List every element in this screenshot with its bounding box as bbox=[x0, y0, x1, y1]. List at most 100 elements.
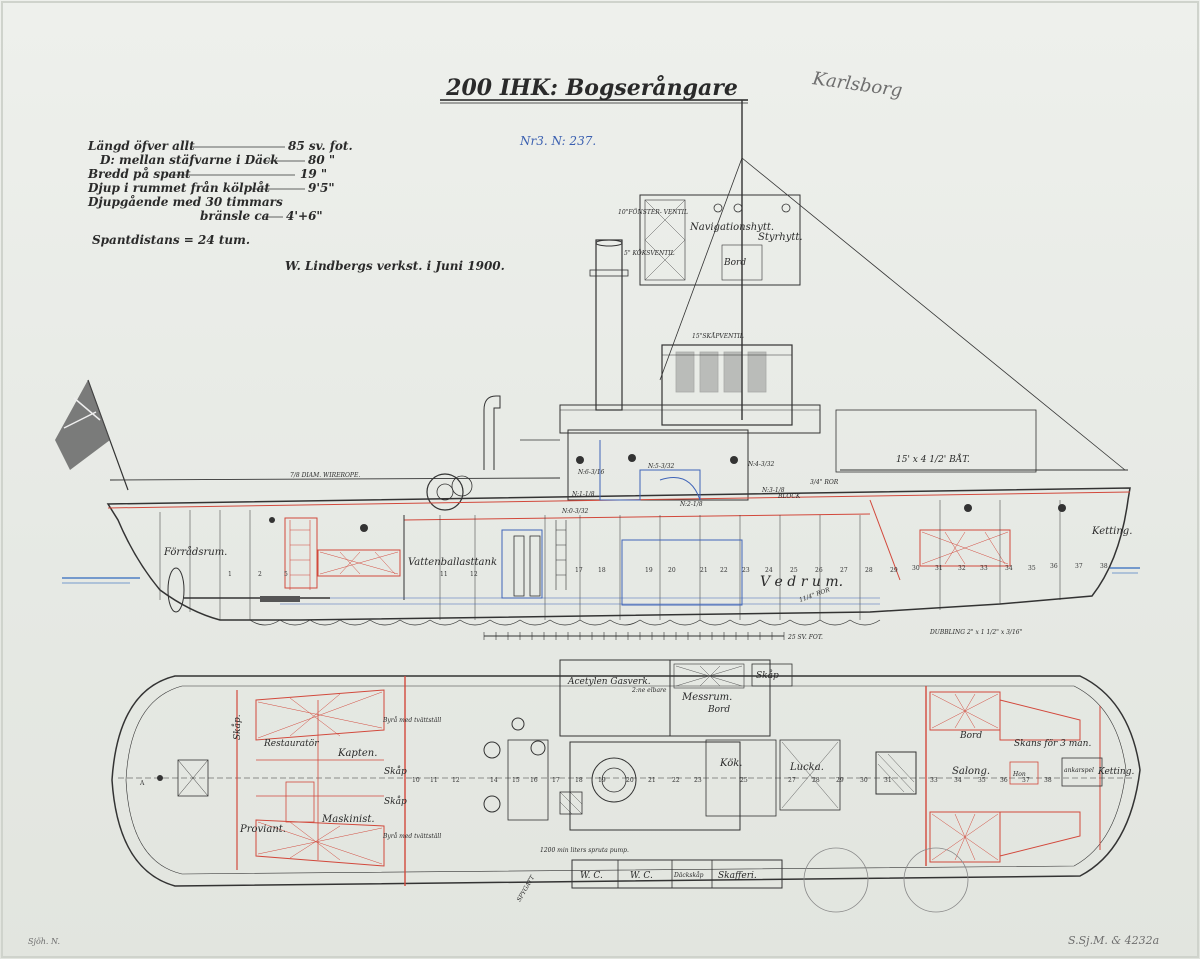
plan-label-salong: Salong. bbox=[952, 766, 990, 777]
svg-text:37: 37 bbox=[1075, 563, 1083, 570]
label-nav-bord: Bord bbox=[723, 258, 746, 268]
svg-text:23: 23 bbox=[694, 777, 702, 784]
label-ventil-3: 15"SKÅPVENTIL bbox=[692, 332, 744, 340]
svg-text:26: 26 bbox=[815, 567, 823, 574]
label-n0: N:0-3/32 bbox=[561, 508, 589, 515]
svg-text:31: 31 bbox=[884, 777, 892, 784]
svg-text:24: 24 bbox=[765, 567, 773, 574]
plan-label-skans: Skans för 3 man. bbox=[1014, 739, 1091, 749]
svg-text:15: 15 bbox=[512, 777, 520, 784]
svg-text:22: 22 bbox=[672, 777, 680, 784]
plan-label-wc2: W. C. bbox=[630, 871, 653, 881]
svg-text:33: 33 bbox=[930, 777, 938, 784]
label-n1: N:1-1/8 bbox=[571, 491, 595, 498]
pencil-note: Karlsborg bbox=[810, 68, 903, 101]
svg-text:35: 35 bbox=[1028, 565, 1036, 572]
plan-label-maskinist: Maskinist. bbox=[321, 814, 375, 825]
spec-label-5: Djupgående med 30 timmars bbox=[87, 194, 283, 209]
svg-text:19: 19 bbox=[645, 567, 653, 574]
label-block: BLOCK bbox=[777, 493, 801, 500]
svg-text:32: 32 bbox=[958, 565, 966, 572]
svg-text:27: 27 bbox=[840, 567, 848, 574]
plan-label-bord: Bord bbox=[959, 731, 982, 741]
spec-value-2: 80 " bbox=[308, 153, 335, 167]
svg-text:21: 21 bbox=[648, 777, 656, 784]
plan-label-hon: Hon bbox=[1012, 771, 1026, 778]
plan-label-skap-3: Skåp bbox=[384, 795, 407, 807]
svg-text:31: 31 bbox=[935, 565, 943, 572]
svg-text:11: 11 bbox=[440, 571, 448, 578]
svg-text:34: 34 bbox=[954, 777, 962, 784]
svg-text:10: 10 bbox=[412, 777, 420, 784]
svg-text:33: 33 bbox=[980, 565, 988, 572]
spec-value-4: 9'5" bbox=[308, 181, 335, 195]
svg-text:27: 27 bbox=[788, 777, 796, 784]
plan-label-kapten: Kapten. bbox=[337, 748, 377, 759]
svg-text:23: 23 bbox=[742, 567, 750, 574]
corner-stamp: Sjöh. N. bbox=[28, 937, 60, 946]
spec-label-4: Djup i rummet från kölplåt bbox=[87, 180, 270, 195]
label-nav-house: Navigationshytt. bbox=[689, 222, 774, 233]
label-n6: N:6-3/16 bbox=[577, 469, 605, 476]
label-vattenballast: Vattenballasttank bbox=[408, 557, 497, 568]
profile-view: Navigationshytt. Styrhytt. Bord 10"FÖNST… bbox=[55, 100, 1140, 636]
svg-text:34: 34 bbox=[1005, 565, 1013, 572]
plan-label-messrum: Messrum. bbox=[681, 692, 732, 703]
plan-label-byra-1: Byrå med tvättställ bbox=[382, 717, 441, 724]
plan-label-restaurant: Restauratör bbox=[263, 739, 319, 749]
drawing-title: 200 IHK: Bogserångare bbox=[445, 75, 738, 101]
label-styrhytt: Styrhytt. bbox=[758, 232, 803, 243]
svg-text:17: 17 bbox=[552, 777, 560, 784]
plan-label-skap-2: Skåp bbox=[384, 765, 407, 777]
label-boat: 15' x 4 1/2' BÅT. bbox=[896, 453, 970, 465]
svg-text:25: 25 bbox=[740, 777, 748, 784]
plan-label-messbord: Bord bbox=[707, 705, 730, 715]
svg-text:36: 36 bbox=[1050, 563, 1058, 570]
svg-text:36: 36 bbox=[1000, 777, 1008, 784]
spec-label-6: bränsle ca bbox=[200, 209, 269, 223]
spec-value-1: 85 sv. fot. bbox=[288, 139, 353, 153]
svg-text:12: 12 bbox=[452, 777, 460, 784]
plan-label-skap-4: Skåp bbox=[756, 669, 779, 681]
svg-text:5: 5 bbox=[284, 571, 288, 578]
svg-text:14: 14 bbox=[490, 777, 498, 784]
plan-label-dackskap: Däckskåp bbox=[673, 872, 704, 879]
plan-label-wc1: W. C. bbox=[580, 871, 603, 881]
plan-label-pump: 1200 min liters spruta pump. bbox=[540, 847, 629, 854]
svg-text:38: 38 bbox=[1100, 563, 1108, 570]
label-n2: N:2-1/8 bbox=[679, 501, 703, 508]
plan-label-skafferi: Skafferi. bbox=[718, 871, 757, 881]
spec-label-3: Bredd på spant bbox=[87, 166, 191, 181]
svg-text:19: 19 bbox=[598, 777, 606, 784]
label-n3: N:3-1/8 bbox=[761, 487, 785, 494]
frame-spacing: Spantdistans = 24 tum. bbox=[92, 233, 250, 247]
svg-text:29: 29 bbox=[890, 567, 898, 574]
svg-text:20: 20 bbox=[668, 567, 676, 574]
svg-text:37: 37 bbox=[1022, 777, 1030, 784]
svg-text:11: 11 bbox=[430, 777, 438, 784]
workshop-note: W. Lindbergs verkst. i Juni 1900. bbox=[285, 259, 505, 273]
plan-label-kok: Kök. bbox=[719, 758, 742, 769]
svg-text:35: 35 bbox=[978, 777, 986, 784]
catalog-number: S.Sj.M. & 4232a bbox=[1068, 934, 1159, 947]
label-ventil-2: 5" KÖKSVENTIL bbox=[624, 250, 675, 257]
spec-label-2: D: mellan stäfvarne i Däck bbox=[99, 153, 279, 167]
label-dubbling: DUBBLING 2" x 1 1/2" x 3/16" bbox=[929, 629, 1023, 636]
svg-text:2: 2 bbox=[258, 571, 262, 578]
label-ventil-1: 10"FÖNSTER- VENTIL bbox=[618, 209, 688, 216]
svg-text:12: 12 bbox=[470, 571, 478, 578]
svg-text:1: 1 bbox=[228, 571, 232, 578]
svg-text:29: 29 bbox=[836, 777, 844, 784]
scale-label: 25 SV. FOT. bbox=[787, 634, 823, 641]
label-ferraderum: Förrådsrum. bbox=[163, 546, 227, 558]
plan-label-lucka: Lucka. bbox=[789, 762, 824, 773]
plan-label-byra-2: Byrå med tvättställ bbox=[382, 833, 441, 840]
label-n4: N:4-3/32 bbox=[747, 461, 775, 468]
label-vedrum: V e d r u m. bbox=[760, 574, 843, 590]
label-ketting: Ketting. bbox=[1091, 526, 1132, 537]
plan-label-ankarspel: ankarspel bbox=[1064, 767, 1094, 774]
plan-label-skap: Skåp. bbox=[231, 714, 243, 740]
label-wirerope: 7/8 DIAM. WIREROPE. bbox=[290, 472, 360, 479]
